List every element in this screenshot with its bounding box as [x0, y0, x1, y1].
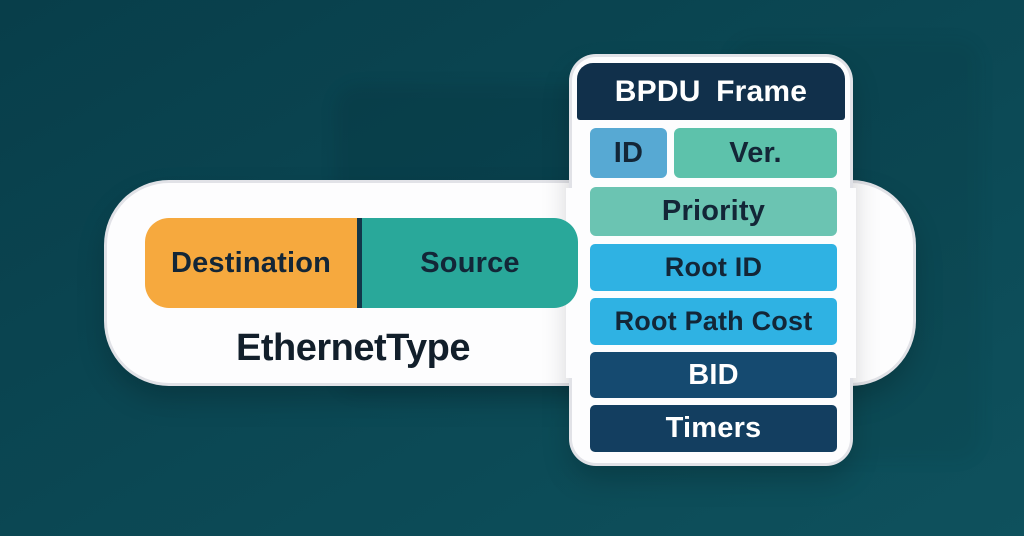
field-source-label: Source	[420, 246, 520, 279]
destination-source-divider	[357, 218, 362, 308]
bpdu-frame-title: BPDU Frame	[577, 63, 845, 120]
field-priority: Priority	[590, 187, 837, 236]
field-root-path-cost: Root Path Cost	[590, 298, 837, 345]
field-root-id: Root ID	[590, 244, 837, 291]
field-timers: Timers	[590, 405, 837, 452]
ethernet-type-label: EthernetType	[235, 326, 471, 369]
field-version: Ver.	[674, 128, 837, 178]
field-bid: BID	[590, 352, 837, 398]
field-protocol-id: ID	[590, 128, 667, 178]
field-source: Source	[362, 218, 578, 308]
field-destination: Destination	[145, 218, 357, 308]
field-destination-label: Destination	[170, 246, 332, 279]
